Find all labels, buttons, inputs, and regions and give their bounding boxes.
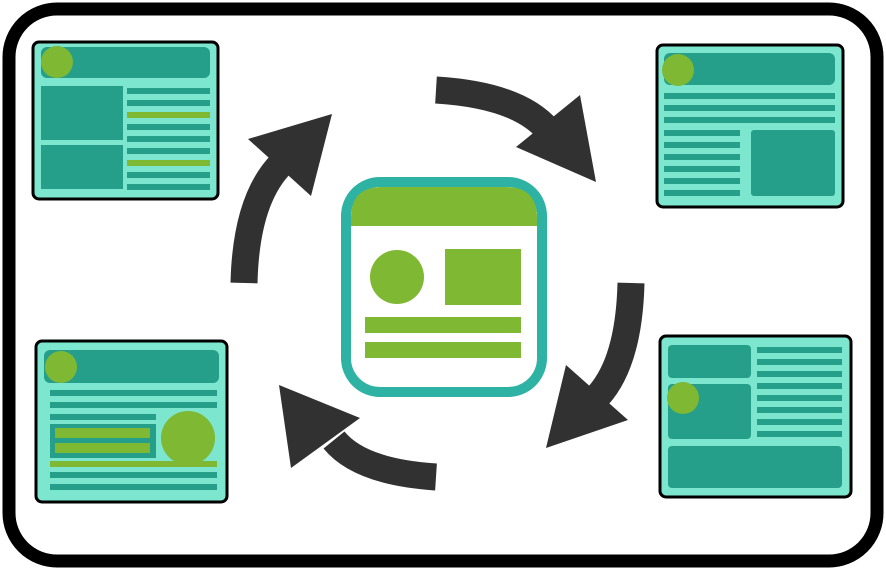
logo-circle [45,351,77,383]
center-template-icon [341,177,547,397]
cycle-arrow-left [230,114,332,284]
layout-variant-top-right [655,43,845,209]
layout-variant-top-left [31,40,220,201]
center-template-text-line [365,342,521,358]
layout-variant-bottom-right [658,334,853,499]
logo-circle [662,54,694,86]
cycle-arrow-right [546,282,645,448]
layout-variant-bottom-left [34,339,229,504]
center-template-image [445,249,521,305]
logo-circle [667,382,699,414]
cycle-arrow-top [435,76,596,182]
center-template-text-line [365,317,521,333]
logo-circle [41,46,73,78]
center-template-avatar [370,250,424,304]
cycle-arrow-bottom [279,385,437,491]
